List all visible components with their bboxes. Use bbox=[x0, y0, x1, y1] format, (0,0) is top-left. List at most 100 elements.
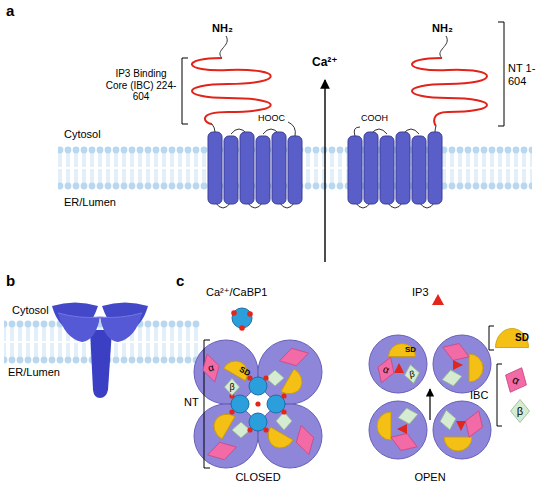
node-text: β bbox=[517, 406, 523, 417]
linker bbox=[212, 124, 215, 132]
calcium-ion bbox=[239, 325, 245, 331]
diamond-shape bbox=[199, 352, 223, 384]
subunit-domains bbox=[266, 344, 311, 399]
subunit-circle bbox=[258, 404, 322, 468]
region-label: NT bbox=[184, 396, 199, 409]
ligand-label: Ca²⁺/CaBP1 bbox=[206, 286, 267, 299]
dome-shape bbox=[496, 329, 529, 348]
alpha-key: α bbox=[499, 362, 533, 398]
subunit-circle bbox=[369, 335, 427, 393]
closed-tetramer bbox=[194, 340, 322, 468]
ion-label: Ca²⁺ bbox=[312, 56, 338, 70]
calcium-ion bbox=[281, 409, 286, 414]
calcium-ion bbox=[263, 375, 268, 380]
beta-domain: β bbox=[224, 378, 240, 396]
calcium-ion bbox=[255, 401, 260, 406]
node-text-wrap: α bbox=[499, 362, 533, 398]
calcium-flux-arrow bbox=[324, 80, 325, 262]
state-label: OPEN bbox=[400, 471, 460, 484]
ip3-ligand bbox=[453, 360, 463, 370]
compartment-label: Cytosol bbox=[12, 304, 49, 317]
calcium-ion bbox=[247, 427, 252, 432]
node-text: SD bbox=[515, 333, 529, 343]
sd-domain: SD bbox=[388, 343, 416, 357]
panel-letter: a bbox=[6, 2, 14, 19]
calcium-ion bbox=[231, 310, 237, 316]
helix bbox=[256, 136, 270, 204]
node-text: α bbox=[207, 362, 215, 373]
open-tetramer bbox=[369, 335, 491, 459]
transmembrane-helices bbox=[208, 132, 442, 204]
subunit-circle bbox=[433, 401, 491, 459]
calcium-ion bbox=[263, 427, 268, 432]
pore-opening-arrow bbox=[429, 389, 430, 420]
calcium-ion bbox=[281, 393, 286, 398]
dome-shape bbox=[389, 344, 416, 357]
diamond-shape bbox=[403, 363, 421, 384]
compartment-label: Cytosol bbox=[64, 128, 101, 141]
channel-pore bbox=[90, 330, 112, 398]
ligand-label: IP3 bbox=[412, 286, 429, 299]
helix bbox=[224, 136, 238, 204]
subunit-circle bbox=[369, 401, 427, 459]
ip3-ligand bbox=[432, 294, 444, 305]
compartment-label: ER/Lumen bbox=[64, 196, 116, 209]
calcium-ion bbox=[247, 311, 253, 317]
node-text: α bbox=[382, 364, 391, 375]
bracket bbox=[497, 364, 502, 426]
c-terminus-tail bbox=[288, 122, 295, 136]
helix bbox=[412, 136, 426, 204]
region-label: IBC bbox=[470, 389, 488, 402]
n-terminus-tail bbox=[440, 36, 447, 58]
cabp1-symbol bbox=[232, 308, 252, 328]
c-terminus-tail bbox=[354, 127, 360, 136]
state-label: CLOSED bbox=[218, 471, 298, 484]
subunit-domains bbox=[440, 339, 483, 388]
beta-key: β bbox=[510, 399, 530, 423]
ip3-ligand bbox=[397, 424, 407, 434]
bound-cabp1 bbox=[229, 375, 286, 432]
linker bbox=[435, 126, 436, 132]
node-text-wrap: SD bbox=[495, 328, 529, 348]
dome-shape bbox=[224, 356, 253, 381]
helix bbox=[272, 132, 286, 204]
calcium-ion bbox=[229, 409, 234, 414]
subunit-domains bbox=[205, 409, 250, 464]
diamond-shape bbox=[373, 354, 398, 385]
node-text-wrap: SD bbox=[388, 343, 416, 357]
helix bbox=[208, 132, 222, 204]
node-text-wrap: β bbox=[224, 378, 240, 396]
diamond-shape bbox=[511, 400, 530, 423]
subunit-domains bbox=[438, 408, 487, 451]
helix-loops bbox=[215, 129, 435, 208]
diamond-shape bbox=[500, 363, 532, 397]
terminus-label: NH₂ bbox=[432, 22, 453, 35]
node-text: β bbox=[229, 383, 234, 392]
helix bbox=[240, 132, 254, 204]
terminus-label: HOOC bbox=[258, 113, 285, 123]
ip3-ligand bbox=[394, 363, 404, 373]
node-text: α bbox=[511, 374, 521, 387]
ip3-ligand bbox=[456, 421, 466, 431]
panel-letter: b bbox=[6, 272, 15, 289]
node-text: SD bbox=[405, 346, 416, 354]
helix bbox=[396, 132, 410, 204]
compartment-label: ER/Lumen bbox=[8, 366, 60, 379]
beta-domain: β bbox=[402, 363, 421, 385]
diamond-shape bbox=[225, 379, 240, 396]
subunit-circle bbox=[433, 335, 491, 393]
channel-rim bbox=[58, 313, 142, 318]
subunit-circle bbox=[258, 340, 322, 404]
helix bbox=[364, 132, 378, 204]
helix bbox=[348, 136, 362, 204]
helix bbox=[428, 132, 442, 204]
subunit-domains bbox=[377, 406, 420, 455]
helix bbox=[288, 136, 302, 204]
bracket bbox=[182, 58, 188, 124]
node-text-wrap: β bbox=[510, 399, 530, 423]
bracket bbox=[498, 22, 504, 126]
region-label: IP3 Binding Core (IBC) 224-604 bbox=[104, 68, 178, 103]
